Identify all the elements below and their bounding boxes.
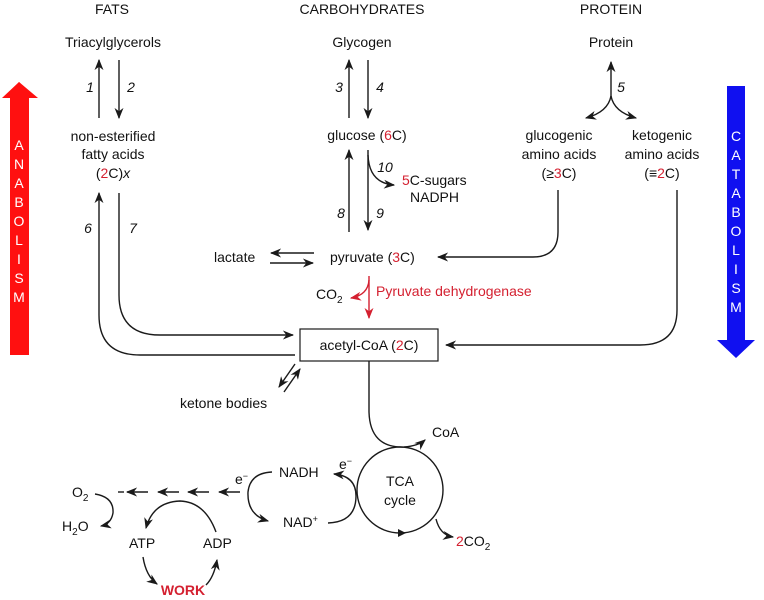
catabolism-arrow (717, 86, 755, 358)
node-tca-line1: TCA (386, 473, 415, 489)
node-2co2: 2CO2 (456, 533, 491, 553)
node-e-minus-tca: e− (339, 456, 352, 472)
arrow-o2-to-h2o (94, 493, 114, 529)
node-work: WORK (161, 582, 205, 598)
catabolism-letter: L (732, 242, 740, 258)
node-ketogenic-line2: amino acids (625, 146, 700, 162)
header-carbohydrates: CARBOHYDRATES (300, 1, 425, 17)
arrow-atp-to-work (142, 556, 158, 585)
arrow-r7 (118, 193, 295, 340)
node-co2: CO2 (316, 286, 343, 306)
reaction-number-5: 5 (617, 79, 625, 95)
node-nadph: NADPH (410, 189, 459, 205)
arrow-ketone-to-acetylcoa (283, 368, 301, 393)
catabolism-letter: A (731, 185, 741, 201)
arrow-pdh-co2 (349, 279, 370, 301)
tca-cycle-circle (356, 446, 444, 534)
catabolism-letter: S (731, 280, 740, 296)
node-glucogenic-line2: amino acids (522, 146, 597, 162)
anabolism-letter: I (17, 251, 21, 267)
node-protein: Protein (589, 34, 633, 50)
catabolism-letter: C (731, 128, 741, 144)
arrow-r5-glucogenic (584, 95, 612, 120)
node-triacylglycerols: Triacylglycerols (65, 34, 161, 50)
node-pyruvate: pyruvate (3C) (330, 249, 415, 265)
node-nefa-line1: non-esterified (71, 128, 156, 144)
arrow-acetylcoa-to-tca (368, 361, 426, 450)
arrow-nad-to-nadh (327, 470, 357, 524)
arrow-glucogenic-to-pyruvate (436, 190, 559, 262)
arrow-nadh-to-nad (247, 471, 273, 523)
anabolism-letter: A (14, 175, 24, 191)
node-glucogenic-line3: (≥3C) (542, 165, 577, 181)
catabolism-letter: O (731, 223, 742, 239)
anabolism-letter: S (14, 270, 23, 286)
node-ketogenic-line1: ketogenic (632, 127, 692, 143)
node-nad: NAD+ (283, 514, 318, 530)
arrow-work-to-adp (205, 558, 220, 586)
arrow-r10 (367, 154, 396, 189)
node-glycogen: Glycogen (332, 34, 391, 50)
tca-cycle-arrowhead (398, 529, 406, 537)
anabolism-letter: B (14, 194, 23, 210)
reaction-number-2: 2 (126, 79, 135, 95)
node-nefa-line3: (2C)x (96, 165, 131, 181)
node-nadh: NADH (279, 464, 319, 480)
reaction-number-6: 6 (84, 220, 92, 236)
node-nefa-line2: fatty acids (81, 146, 144, 162)
node-atp: ATP (129, 535, 155, 551)
anabolism-letter: A (14, 137, 24, 153)
catabolism-letter: B (731, 204, 740, 220)
node-lactate: lactate (214, 249, 255, 265)
node-ketone-bodies: ketone bodies (180, 395, 267, 411)
catabolism-letter: I (734, 261, 738, 277)
node-glucose: glucose (6C) (327, 127, 406, 143)
arrow-r5-ketogenic (610, 95, 638, 120)
arrow-adp-to-atp (144, 500, 217, 533)
catabolism-letter: A (731, 147, 741, 163)
reaction-number-4: 4 (376, 79, 384, 95)
node-coa: CoA (432, 424, 460, 440)
reaction-number-8: 8 (337, 205, 345, 221)
node-5c-sugars: 5C-sugars (402, 172, 467, 188)
reaction-number-3: 3 (335, 79, 343, 95)
enzyme-pyruvate-dehydrogenase: Pyruvate dehydrogenase (376, 283, 532, 299)
header-fats: FATS (95, 1, 129, 17)
arrow-ketogenic-to-acetylcoa (444, 190, 678, 350)
reaction-number-7: 7 (129, 220, 138, 236)
anabolism-letter: O (14, 213, 25, 229)
anabolism-letter: M (13, 289, 25, 305)
node-glucogenic-line1: glucogenic (526, 127, 593, 143)
reaction-number-1: 1 (86, 79, 94, 95)
node-o2: O2 (72, 484, 89, 504)
arrow-r6 (94, 191, 295, 356)
anabolism-letter: L (15, 232, 23, 248)
reaction-number-10: 10 (377, 159, 393, 175)
node-tca-line2: cycle (384, 492, 416, 508)
reaction-number-9: 9 (376, 205, 384, 221)
node-e-minus-chain: e− (235, 471, 248, 487)
node-h2o: H2O (62, 518, 89, 538)
anabolism-letter: N (14, 156, 24, 172)
catabolism-letter: M (730, 299, 742, 315)
header-protein: PROTEIN (580, 1, 642, 17)
node-acetylcoa: acetyl-CoA (2C) (320, 337, 419, 353)
node-adp: ADP (203, 535, 232, 551)
arrow-tca-to-co2 (435, 518, 455, 540)
node-ketogenic-line3: (≡2C) (644, 165, 679, 181)
arrow-acetylcoa-to-ketone (278, 363, 296, 388)
catabolism-letter: T (732, 166, 741, 182)
anabolism-arrow (2, 82, 38, 355)
